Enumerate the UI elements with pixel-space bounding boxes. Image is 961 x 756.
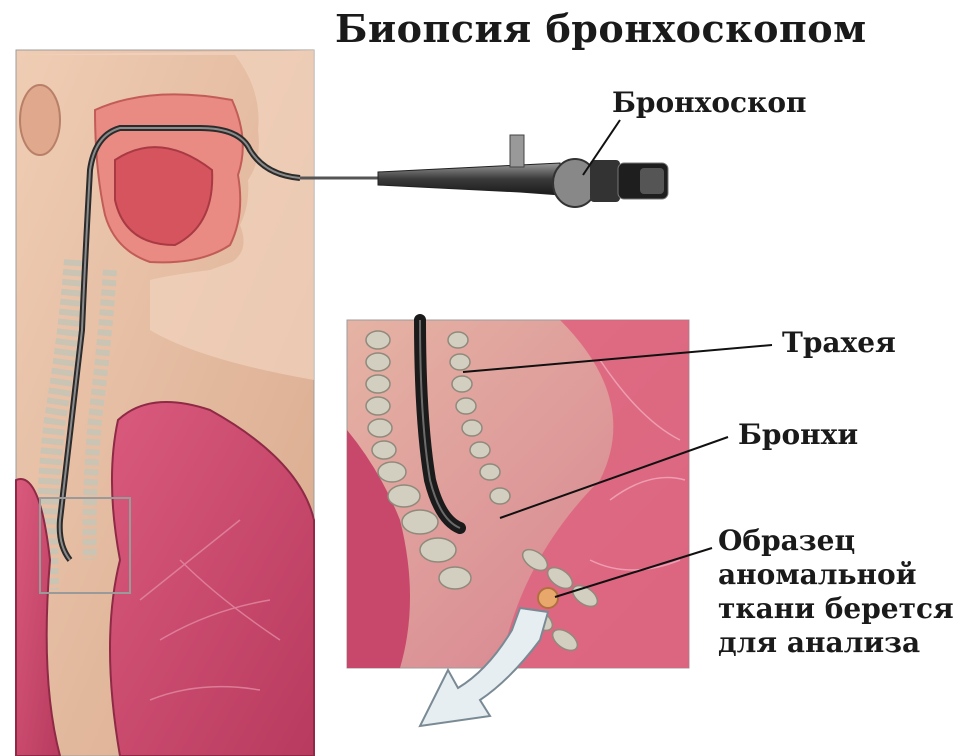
label-bronchi: Бронхи xyxy=(738,418,858,451)
page-title: Биопсия бронхоскопом xyxy=(335,6,835,51)
tissue-sample xyxy=(538,588,558,608)
label-bronchoscope: Бронхоскоп xyxy=(612,86,806,119)
bronchoscope xyxy=(300,135,668,207)
ear xyxy=(20,85,60,155)
anatomy-panel xyxy=(16,50,314,756)
label-trachea: Трахея xyxy=(782,326,896,359)
label-sample: Образец аномальной ткани берется для ана… xyxy=(718,524,958,660)
